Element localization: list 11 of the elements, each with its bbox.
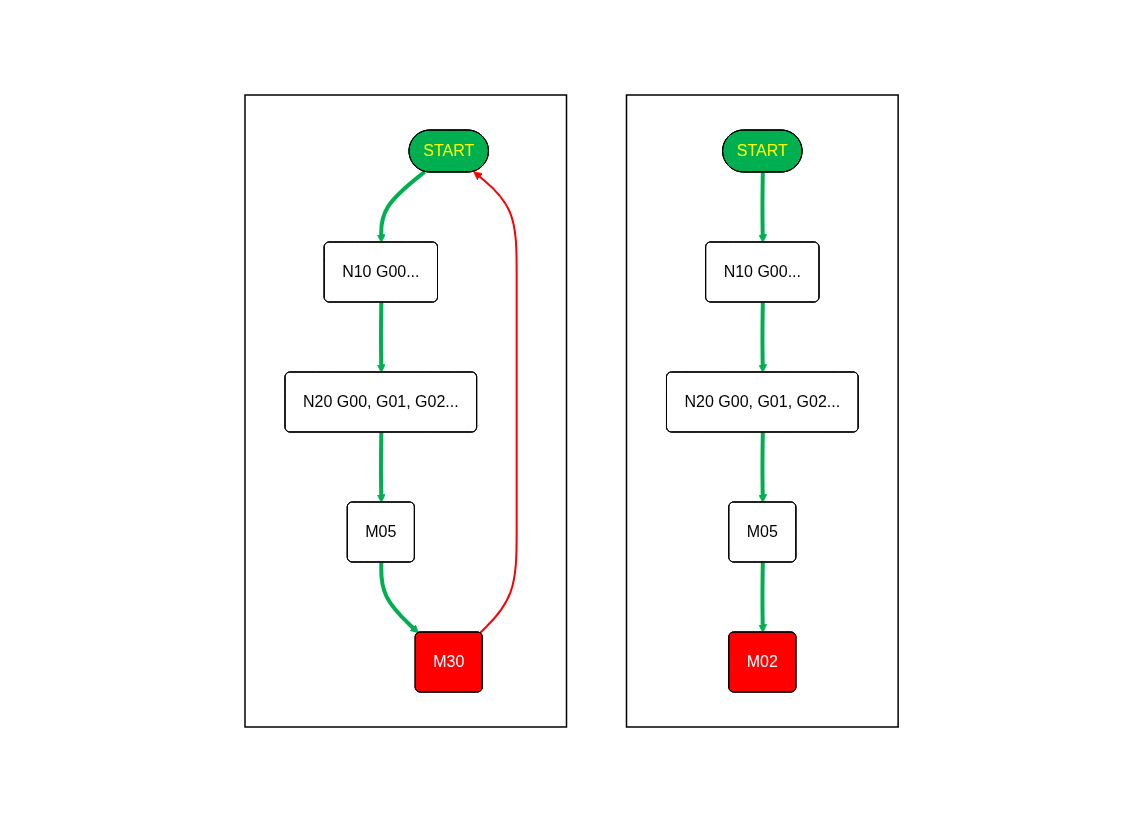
- arrow: [376, 301, 386, 373]
- cluster: [625, 93, 899, 728]
- arrow: [758, 301, 768, 373]
- arrow: [376, 169, 426, 243]
- cluster: [244, 93, 568, 728]
- arrow: [758, 431, 768, 503]
- arrow: [379, 561, 419, 633]
- arrow: [473, 170, 518, 634]
- arrow: [758, 171, 768, 243]
- arrow: [376, 431, 386, 503]
- arrow: [758, 561, 768, 633]
